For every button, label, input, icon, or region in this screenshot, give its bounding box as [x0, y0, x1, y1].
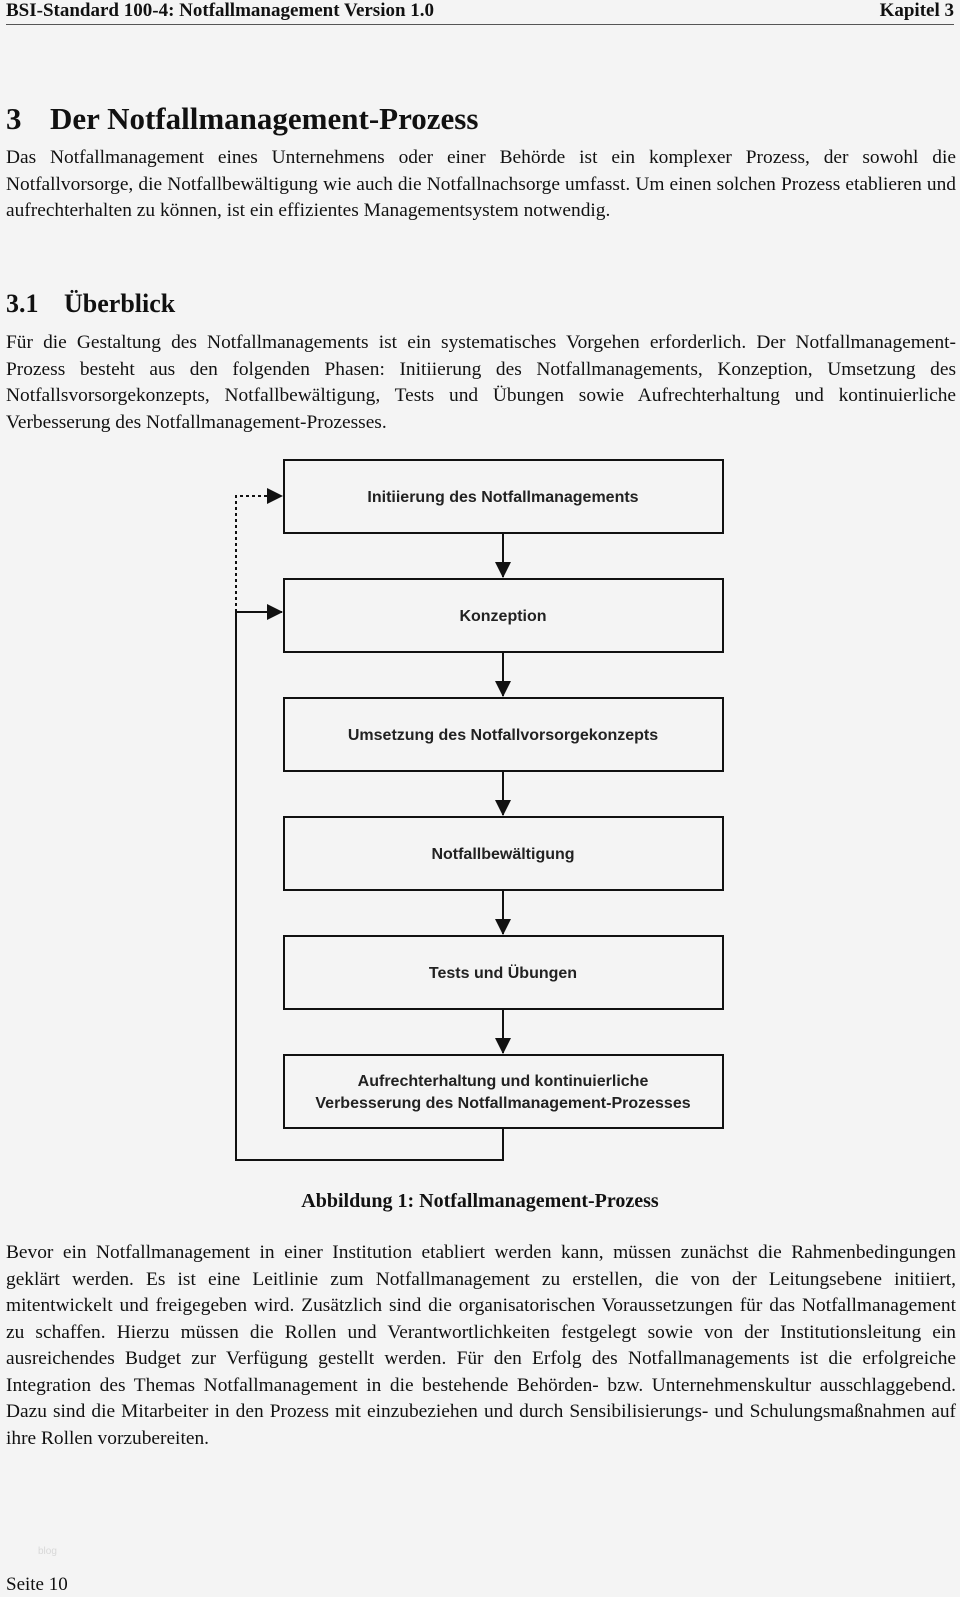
- step-box-notfallbewaeltigung: Notfallbewältigung: [283, 816, 724, 891]
- step-label: Verbesserung des Notfallmanagement-Proze…: [315, 1095, 690, 1112]
- subsection-title: Überblick: [64, 289, 176, 318]
- step-box-tests: Tests und Übungen: [283, 935, 724, 1010]
- step-box-umsetzung: Umsetzung des Notfallvorsorgekonzepts: [283, 697, 724, 772]
- subsection-number: 3.1: [6, 289, 39, 318]
- step-box-konzeption: Konzeption: [283, 578, 724, 653]
- step-label: Initiierung des Notfallmanagements: [367, 489, 638, 506]
- subsection-heading: 3.1 Überblick: [6, 288, 175, 320]
- section-title: Der Notfallmanagement-Prozess: [50, 101, 479, 136]
- section-number: 3: [6, 101, 22, 136]
- figure-caption: Abbildung 1: Notfallmanagement-Prozess: [301, 1190, 659, 1212]
- dotted-feedback-arrow: [235, 488, 283, 612]
- step-label: Umsetzung des Notfallvorsorgekonzepts: [348, 727, 658, 744]
- step-label: Konzeption: [459, 608, 546, 625]
- header-chapter: Kapitel 3: [879, 0, 954, 21]
- feedback-loop-arrow: [235, 604, 504, 1161]
- watermark-text: blog: [38, 1546, 57, 1557]
- step-label: Notfallbewältigung: [431, 846, 574, 863]
- header-title: BSI-Standard 100-4: Notfallmanagement Ve…: [6, 0, 435, 21]
- section-heading: 3 Der Notfallmanagement-Prozess: [6, 99, 478, 139]
- page-number: Seite 10: [6, 1574, 68, 1595]
- process-diagram: Initiierung des Notfallmanagements Konze…: [235, 459, 724, 1161]
- step-label: Aufrechterhaltung und kontinuierliche: [358, 1073, 649, 1090]
- page-header: BSI-Standard 100-4: Notfallmanagement Ve…: [6, 0, 954, 25]
- intro-paragraph: Das Notfallmanagement eines Unternehmens…: [6, 147, 956, 221]
- step-box-initiierung: Initiierung des Notfallmanagements: [283, 459, 724, 534]
- step-label: Tests und Übungen: [429, 963, 577, 982]
- closing-paragraph: Bevor ein Notfallmanagement in einer Ins…: [6, 1242, 956, 1449]
- overview-paragraph: Für die Gestaltung des Notfallmanagement…: [6, 332, 956, 433]
- step-box-aufrechterhaltung: Aufrechterhaltung und kontinuierliche Ve…: [283, 1054, 724, 1129]
